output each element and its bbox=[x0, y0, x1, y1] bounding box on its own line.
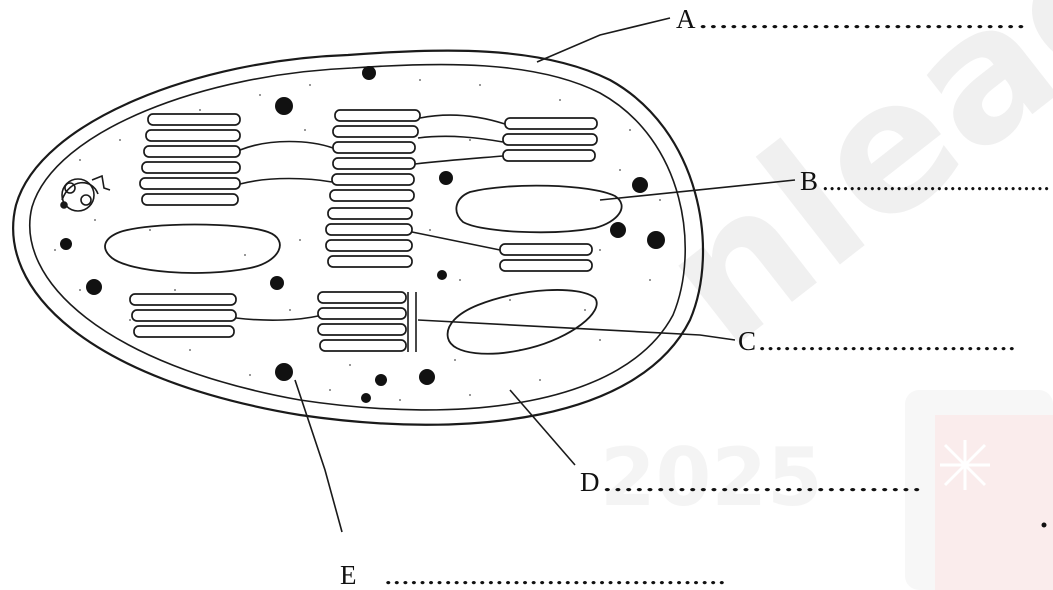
label-D-blank[interactable]: .............................. bbox=[602, 467, 922, 497]
grana-stacks bbox=[130, 110, 597, 351]
label-E-blank[interactable]: ........................................ bbox=[384, 560, 726, 590]
dna-cluster bbox=[61, 176, 110, 211]
label-A-blank[interactable]: ................................ bbox=[698, 4, 1026, 34]
label-E: E ......................................… bbox=[340, 560, 726, 590]
watermark-logo-icon bbox=[940, 440, 990, 490]
label-B: B .................................. bbox=[800, 166, 1050, 196]
stray-dot bbox=[1042, 523, 1047, 528]
label-D: D .............................. bbox=[580, 467, 922, 497]
outer-membrane bbox=[13, 51, 703, 425]
label-E-letter: E bbox=[340, 560, 357, 590]
watermark-logo-red bbox=[935, 415, 1053, 590]
label-A-letter: A bbox=[676, 4, 696, 34]
label-A: A ................................ bbox=[676, 4, 1026, 34]
label-C-letter: C bbox=[738, 326, 756, 356]
label-B-letter: B bbox=[800, 166, 818, 196]
label-C-blank[interactable]: ............................... bbox=[758, 326, 1016, 356]
leader-line-D bbox=[510, 390, 575, 465]
watermark: nleae. 2025 bbox=[600, 0, 1053, 590]
label-D-letter: D bbox=[580, 467, 600, 497]
label-C: C ............................... bbox=[738, 326, 1016, 356]
leader-line-A bbox=[537, 18, 670, 62]
label-B-blank[interactable]: .................................. bbox=[822, 166, 1050, 196]
